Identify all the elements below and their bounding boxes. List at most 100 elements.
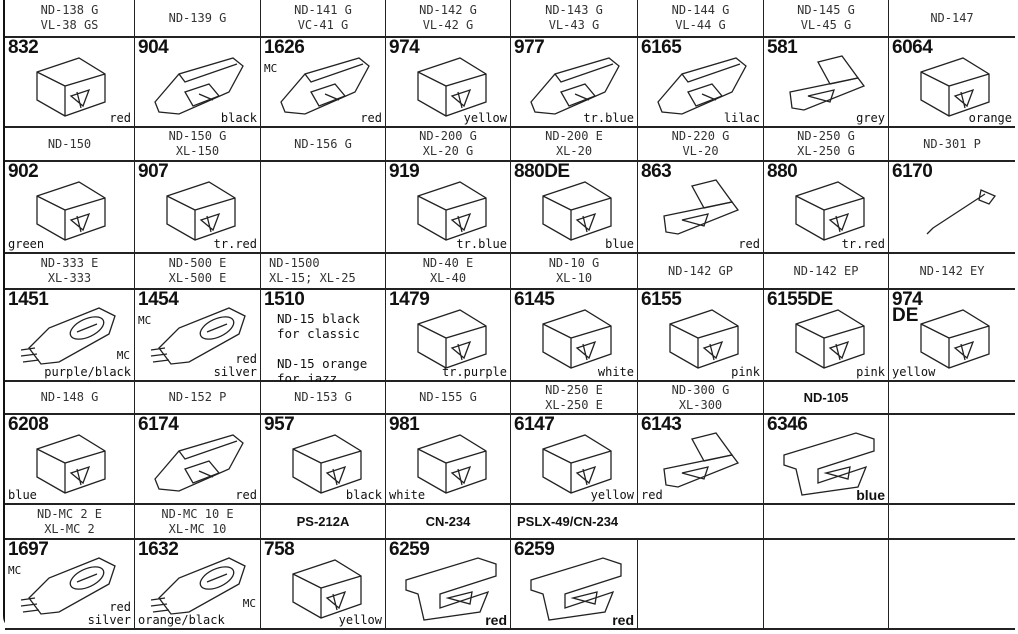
part-number: 6155 — [641, 289, 682, 310]
model-header: ND-152 P — [135, 382, 261, 415]
part-number: 907 — [138, 161, 169, 182]
model-number: ND-40 E — [422, 256, 474, 270]
model-number: ND-156 G — [294, 136, 352, 151]
model-number: VL-45 G — [800, 18, 852, 32]
color-label: tr.purple — [441, 365, 507, 379]
model-header: CN-234 — [386, 505, 511, 540]
model-number: XL-300 — [678, 397, 723, 412]
model-number: ND-153 G — [294, 390, 352, 404]
mc-label: MC — [138, 314, 152, 327]
empty-cell — [764, 540, 889, 630]
part-number: 6145 — [514, 289, 555, 310]
color-label: yellow — [590, 488, 634, 502]
note-text: ND-15 black — [277, 311, 360, 326]
color-label: red — [738, 237, 760, 251]
stylus-box-icon — [36, 434, 106, 494]
model-number: ND-142 EY — [919, 263, 985, 278]
part-number: 6143 — [641, 414, 682, 435]
model-number: ND-142 G — [419, 3, 477, 17]
part-number: 863 — [641, 161, 672, 182]
stylus-long-icon — [280, 57, 370, 115]
model-number: ND-147 — [930, 10, 974, 25]
part-number: 1697 — [8, 539, 49, 560]
model-number: ND-142 GP — [667, 263, 734, 278]
mc-label: MC — [242, 597, 256, 610]
stylus-box-icon — [542, 434, 612, 494]
stylus-mc-icon — [20, 307, 116, 365]
model-number: ND-150 G — [168, 129, 227, 143]
stylus-box-icon — [795, 181, 865, 241]
model-number: ND-105 — [803, 390, 849, 405]
model-number: XL-250 E — [545, 397, 603, 412]
stylus-box-icon — [292, 434, 362, 494]
model-number: XL-10 — [555, 271, 593, 285]
part-number: 832 — [8, 37, 39, 58]
stylus-box-icon — [920, 309, 990, 369]
model-number: CN-234 — [425, 514, 471, 529]
part-number: 6346 — [767, 414, 808, 435]
stylus-long-icon — [530, 57, 620, 115]
color-label: black — [345, 488, 382, 502]
color-label: purple/black — [44, 365, 131, 379]
stylus-frame-icon — [783, 432, 875, 496]
model-header: ND-147 — [889, 0, 1015, 38]
model-header: ND-142 EY — [889, 254, 1015, 290]
color-label: red — [612, 612, 634, 628]
model-number: ND-148 G — [40, 390, 99, 404]
model-number: ND-155 G — [419, 390, 477, 404]
part-number: 974 — [892, 289, 923, 310]
color-label: blue — [856, 487, 885, 503]
stylus-long-icon — [657, 57, 747, 115]
model-header: ND-156 G — [261, 128, 386, 162]
part-number: 977 — [514, 37, 545, 58]
empty-cell — [889, 540, 1015, 630]
model-number: XL-MC 2 — [44, 521, 95, 536]
model-number: ND-500 E — [168, 256, 227, 270]
model-number: ND-141 G — [294, 3, 352, 17]
model-header — [764, 505, 889, 540]
model-number: VL-44 G — [675, 18, 726, 32]
color-label: red — [109, 111, 131, 125]
model-header: PSLX-49/CN-234 — [511, 505, 764, 540]
model-number: ND-MC 10 E — [161, 506, 234, 521]
model-header: ND-142 GP — [638, 254, 764, 290]
model-number: ND-220 G — [671, 129, 730, 143]
color-label: tr.blue — [583, 111, 634, 125]
color-label: red — [485, 612, 507, 628]
model-number: XL-40 — [429, 271, 467, 285]
model-number: PSLX-49/CN-234 — [517, 514, 619, 529]
model-header: ND-142 EP — [764, 254, 889, 290]
mc-label: MC — [116, 349, 130, 362]
color-label: yellow — [338, 613, 382, 627]
stylus-frame-icon — [405, 557, 497, 621]
stylus-needle-icon — [926, 189, 997, 235]
color-label: tr.red — [841, 237, 885, 251]
color-label: red — [235, 488, 257, 502]
part-number: 1510 — [264, 289, 305, 310]
part-number: 957 — [264, 414, 295, 435]
stylus-box-icon — [669, 309, 739, 369]
